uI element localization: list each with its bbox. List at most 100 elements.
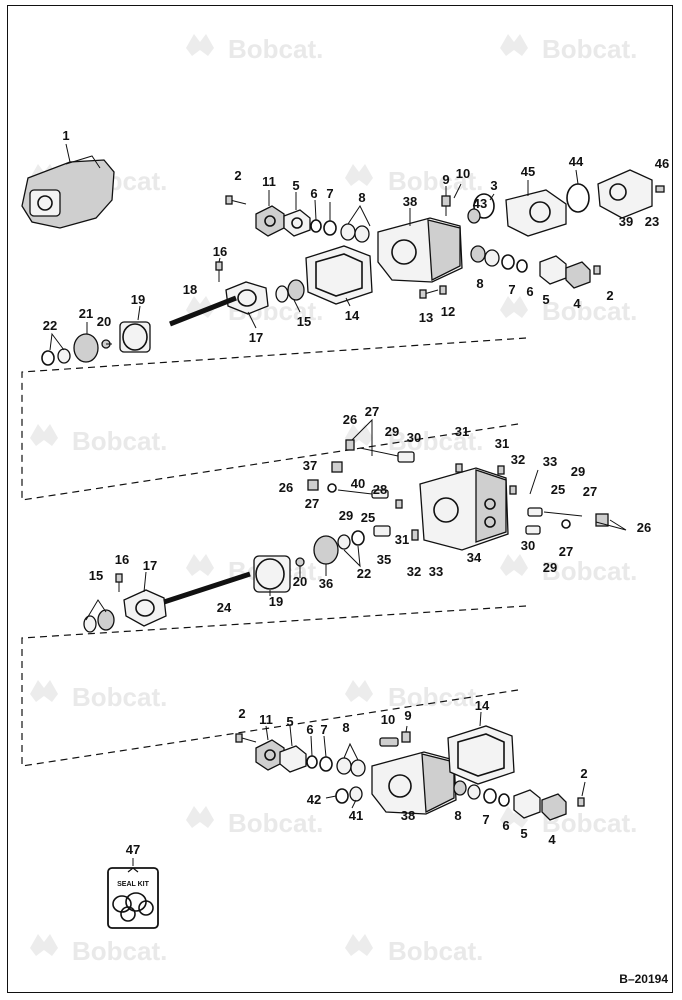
callout-31b: 31: [495, 436, 509, 451]
gasket-14-top: [305, 245, 373, 305]
callout-43: 43: [473, 196, 487, 211]
callout-2b: 2: [606, 288, 613, 303]
callout-27c: 27: [305, 496, 319, 511]
callout-9b: 9: [404, 708, 411, 723]
callout-29b: 29: [571, 464, 585, 479]
bottom-rear-seals: [453, 780, 585, 821]
watermark-text: Bobcat.: [388, 166, 483, 196]
plug-12: [439, 285, 447, 295]
diagram-frame: [7, 5, 673, 993]
watermark-layer: Bobcat. Bobcat. Bobcat. Bobcat. Bobcat. …: [30, 34, 637, 966]
callout-7c: 7: [320, 722, 327, 737]
plate-11: [255, 205, 285, 237]
callout-30: 30: [407, 430, 421, 445]
callout-25: 25: [551, 482, 565, 497]
connector-upper: [21, 337, 527, 501]
callout-6: 6: [310, 186, 317, 201]
callout-12: 12: [441, 304, 455, 319]
callout-labels: 1 2 11 5 6 7 8 38 9 10 3 43 45 44 46 39 …: [43, 128, 669, 847]
callout-38b: 38: [401, 808, 415, 823]
callout-20b: 20: [293, 574, 307, 589]
valve-stack-left: [307, 479, 419, 541]
callout-15b: 15: [89, 568, 103, 583]
watermark-15: Bobcat.: [30, 934, 167, 966]
callout-5c: 5: [286, 714, 293, 729]
seals-41-42: [335, 786, 363, 804]
washer-6-top: [310, 219, 322, 233]
callout-27d: 27: [559, 544, 573, 559]
callout-16: 16: [213, 244, 227, 259]
callout-19b: 19: [269, 594, 283, 609]
callout-39: 39: [619, 214, 633, 229]
callout-26b: 26: [637, 520, 651, 535]
oring-3: [473, 193, 495, 219]
callout-8c: 8: [342, 720, 349, 735]
callout-18: 18: [183, 282, 197, 297]
callout-47: 47: [126, 842, 140, 857]
washer-20-middle: [295, 557, 305, 567]
callout-8: 8: [358, 190, 365, 205]
callout-40: 40: [351, 476, 365, 491]
callout-13: 13: [419, 310, 433, 325]
callout-1: 1: [62, 128, 69, 143]
callout-41: 41: [349, 808, 363, 823]
callout-29: 29: [385, 424, 399, 439]
watermark-text: Bobcat.: [228, 808, 323, 838]
callout-31c: 31: [395, 532, 409, 547]
watermark-7: Bobcat.: [30, 424, 167, 456]
callout-14: 14: [345, 308, 360, 323]
callout-2c: 2: [238, 706, 245, 721]
figure-reference-code: B–20194: [619, 972, 668, 986]
watermark-12: Bobcat.: [345, 680, 483, 712]
callout-32b: 32: [407, 564, 421, 579]
housing-38-top: [377, 217, 463, 283]
watermark-text: Bobcat.: [72, 936, 167, 966]
callout-25b: 25: [361, 510, 375, 525]
watermark-11: Bobcat.: [30, 680, 167, 712]
seal-7-top: [323, 220, 337, 236]
watermark-8: Bobcat.: [345, 424, 483, 456]
callout-21: 21: [79, 306, 93, 321]
callout-22b: 22: [357, 566, 371, 581]
callout-24: 24: [217, 600, 232, 615]
callout-7b: 7: [508, 282, 515, 297]
callout-35: 35: [377, 552, 391, 567]
callout-9: 9: [442, 172, 449, 187]
callout-6c: 6: [306, 722, 313, 737]
shaft-assembly-top: [169, 261, 305, 327]
callout-27: 27: [365, 404, 379, 419]
callout-32: 32: [511, 452, 525, 467]
fitting-9-10-bottom: [379, 731, 411, 747]
callout-4b: 4: [548, 832, 556, 847]
callout-5d: 5: [520, 826, 527, 841]
rear-bearing-set: [470, 245, 601, 289]
leader-lines: [49, 143, 627, 809]
callout-33b: 33: [429, 564, 443, 579]
cylinder-19-top: [119, 321, 151, 353]
watermark-1: Bobcat.: [186, 34, 323, 64]
callout-5: 5: [292, 178, 299, 193]
callout-4: 4: [573, 296, 581, 311]
watermark-6: Bobcat.: [500, 296, 637, 326]
callout-28: 28: [373, 482, 387, 497]
callout-26c: 26: [279, 480, 293, 495]
callout-17: 17: [249, 330, 263, 345]
callout-16b: 16: [115, 552, 129, 567]
callout-31: 31: [455, 424, 469, 439]
center-housing-34: [419, 467, 509, 551]
callout-36: 36: [319, 576, 333, 591]
seal-kit-label: SEAL KIT: [117, 881, 149, 888]
watermark-text: Bobcat.: [72, 682, 167, 712]
callout-10: 10: [456, 166, 470, 181]
adapter-45: [505, 189, 567, 237]
watermark-text: Bobcat.: [228, 34, 323, 64]
callout-8d: 8: [454, 808, 461, 823]
bolt-13: [419, 289, 439, 299]
bolt-2-top: [225, 195, 247, 205]
callout-3: 3: [490, 178, 497, 193]
watermark-text: Bobcat.: [542, 556, 637, 586]
plate-21-top: [73, 333, 99, 363]
watermark-text: Bobcat.: [542, 34, 637, 64]
callout-11: 11: [262, 174, 276, 189]
